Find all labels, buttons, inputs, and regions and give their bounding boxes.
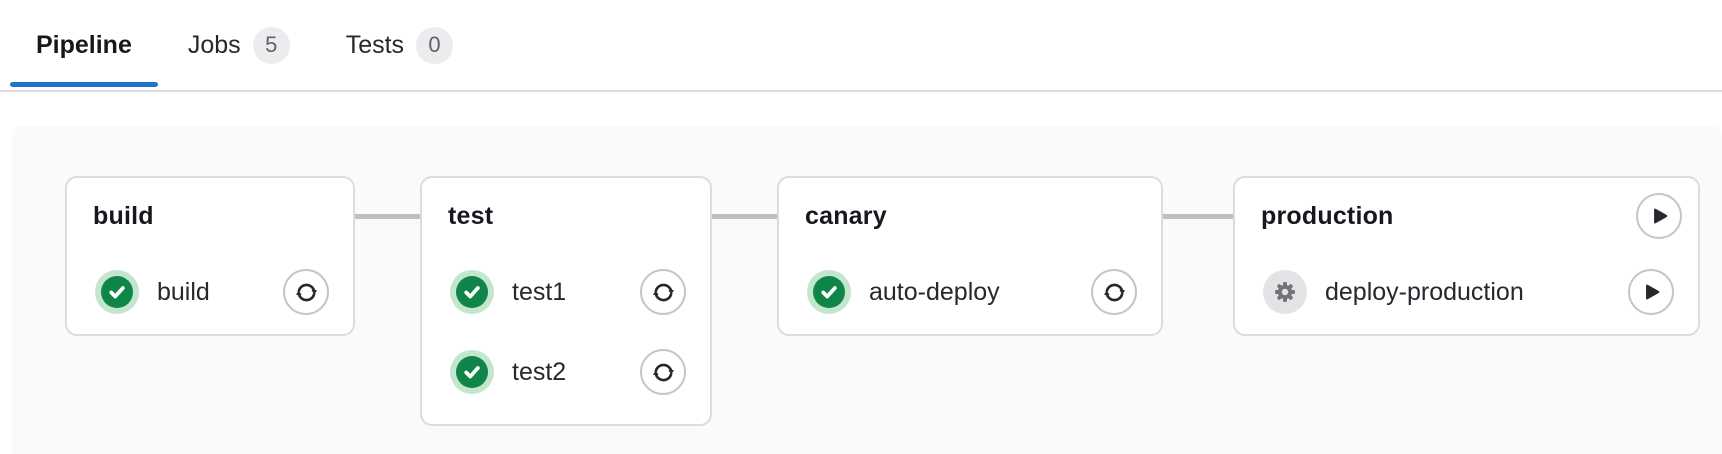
stage-card-canary: canary auto-deploy (777, 176, 1163, 336)
job-name-link[interactable]: test2 (512, 357, 567, 386)
tab-jobs-label: Jobs (187, 30, 241, 59)
status-manual-icon (1263, 270, 1307, 314)
retry-job-button[interactable] (1091, 269, 1137, 315)
stage-title: canary (805, 201, 887, 230)
retry-job-button[interactable] (640, 349, 686, 395)
stage-jobs: auto-deploy (779, 268, 1161, 316)
stage-header: test (448, 192, 694, 240)
stage-card-test: test test1 (420, 176, 712, 426)
play-icon (1646, 284, 1660, 300)
retry-job-button[interactable] (283, 269, 329, 315)
stage-title: build (93, 201, 154, 230)
job-name-link[interactable]: build (157, 277, 210, 306)
tabs-divider (0, 90, 1722, 92)
retry-icon (652, 283, 674, 301)
job-name-link[interactable]: auto-deploy (869, 277, 1000, 306)
stage-header: canary (805, 192, 1145, 240)
tab-jobs[interactable]: Jobs 5 (160, 0, 318, 90)
gear-icon (1275, 282, 1295, 302)
check-icon (821, 286, 837, 299)
play-icon (1654, 208, 1668, 224)
stage-header: build (93, 192, 337, 240)
pipeline-tabs: Pipeline Jobs 5 Tests 0 (0, 0, 1722, 90)
job-row[interactable]: deploy-production (1235, 268, 1698, 316)
retry-job-button[interactable] (640, 269, 686, 315)
job-name-link[interactable]: deploy-production (1325, 277, 1524, 306)
pipeline-graph: build build (12, 126, 1722, 454)
stage-connector (355, 214, 420, 219)
stage-card-production: production (1233, 176, 1700, 336)
retry-icon (295, 283, 317, 301)
stage-title: test (448, 201, 494, 230)
stage-jobs: build (67, 268, 353, 316)
tests-count-badge: 0 (416, 26, 454, 64)
retry-icon (1103, 283, 1125, 301)
check-icon (464, 366, 480, 379)
job-name-link[interactable]: test1 (512, 277, 567, 306)
check-icon (109, 286, 125, 299)
status-success-icon (450, 350, 494, 394)
stage-header: production (1261, 192, 1682, 240)
stage-connector (712, 214, 777, 219)
status-success-icon (807, 270, 851, 314)
jobs-count-badge: 5 (252, 26, 290, 64)
play-stage-button[interactable] (1636, 193, 1682, 239)
stage-title: production (1261, 201, 1394, 230)
stage-card-build: build build (65, 176, 355, 336)
play-job-button[interactable] (1628, 269, 1674, 315)
tab-tests-label: Tests (345, 30, 405, 59)
job-row[interactable]: test2 (422, 348, 710, 396)
stage-jobs: test1 (422, 268, 710, 396)
tab-pipeline-label: Pipeline (36, 30, 132, 59)
job-row[interactable]: auto-deploy (779, 268, 1161, 316)
job-row[interactable]: test1 (422, 268, 710, 316)
job-row[interactable]: build (67, 268, 353, 316)
retry-icon (652, 363, 674, 381)
status-success-icon (450, 270, 494, 314)
tab-pipeline[interactable]: Pipeline (8, 0, 160, 90)
check-icon (464, 286, 480, 299)
stage-connector (1163, 214, 1233, 219)
status-success-icon (95, 270, 139, 314)
tab-tests[interactable]: Tests 0 (318, 0, 481, 90)
stage-jobs: deploy-production (1235, 268, 1698, 316)
